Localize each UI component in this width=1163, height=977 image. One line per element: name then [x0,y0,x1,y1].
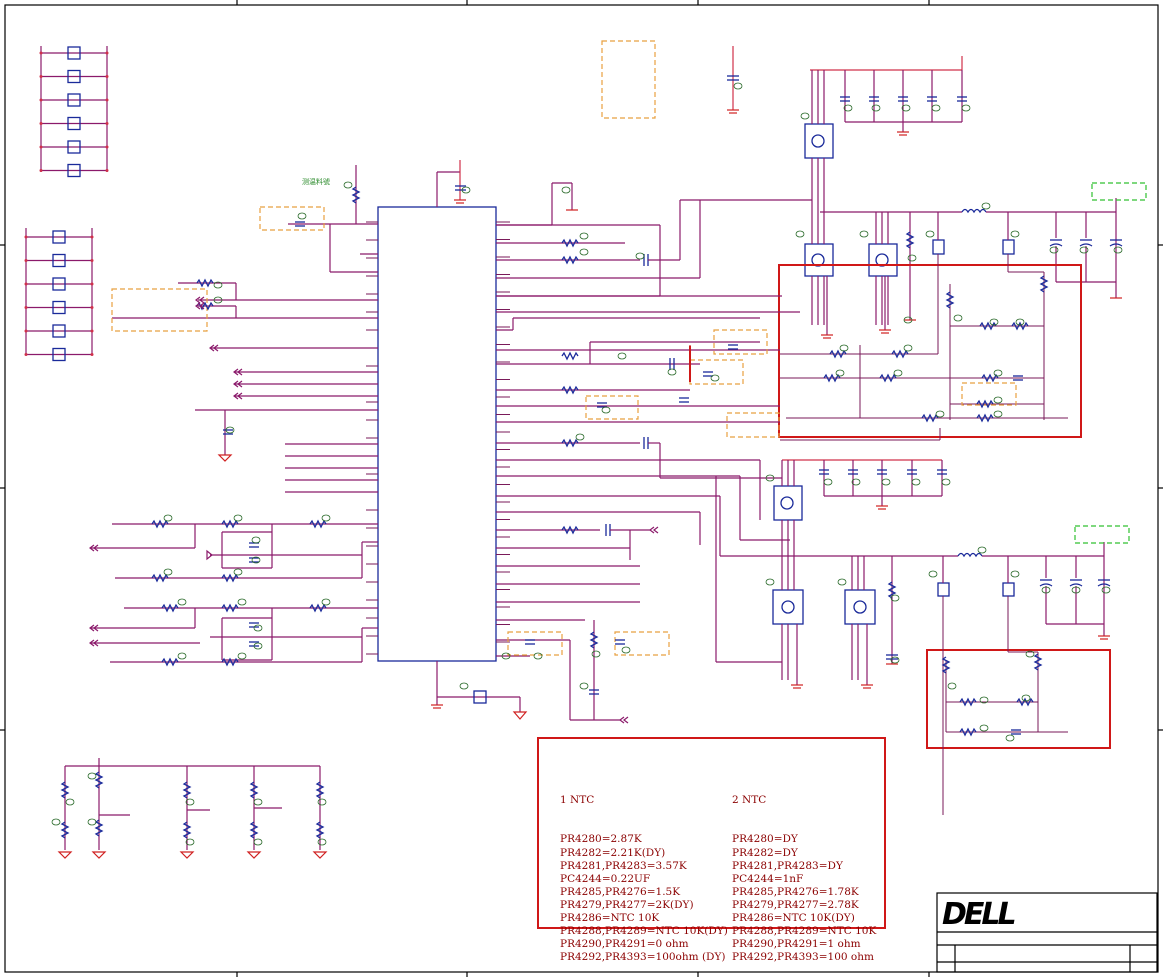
dnp-box-4 [713,329,768,355]
controller-ic [377,206,497,662]
notes-column-2-title: 2 NTC [732,794,767,807]
gate-drive-wires [496,199,812,721]
note-line: PR4288,PR4289=NTC 10K(DY) [560,925,728,938]
note-line: PR4279,PR4277=2.78K [732,898,859,911]
notes-column-1-title: 1 NTC [560,794,595,807]
jumper-array-top [39,46,109,178]
ic-power-cap [436,160,466,207]
note-line: PR4282=2.21K(DY) [560,846,666,859]
jumper-array-mid [24,228,94,362]
mosfet-low-side-1b [868,212,898,334]
dnp-box-2 [259,206,325,231]
note-line: PR4285,PR4276=1.78K [732,885,859,898]
net-label-box-1 [1091,182,1147,201]
note-line: PR4288,PR4289=NTC 10K [732,925,877,938]
note-line: PR4292,PR4393=100ohm (DY) [560,951,726,964]
ic-right-pins [496,221,510,643]
sense-network-1 [780,254,1068,441]
note-line: PR4281,PR4283=DY [732,859,843,872]
ic-ground [431,661,528,720]
capacitors [223,96,1023,735]
dnp-box-5 [961,382,1017,406]
mosfet-high-side-2 [773,460,803,521]
off-sheet-connectors [89,296,659,724]
sense-network-box-1 [778,264,1082,438]
note-line: PR4286=NTC 10K [560,912,660,925]
dnp-box-1 [601,40,656,119]
dnp-box-6 [726,412,780,438]
note-line: PR4279,PR4277=2K(DY) [560,898,694,911]
mosfet-low-side-1a [804,158,834,339]
note-line: PR4280=DY [732,833,798,846]
note-line: PR4286=NTC 10K(DY) [732,912,855,925]
current-sense-input-2 [90,607,378,663]
note-line: PR4282=DY [732,846,798,859]
dnp-box-3 [111,288,208,332]
phase2-output-inductor [790,542,1111,665]
annotation-label: 测温料號 [302,178,330,186]
sense-network-box-2 [926,649,1111,749]
dell-logo: DELL [942,897,1017,932]
note-line: PR4285,PR4276=1.5K [560,885,681,898]
note-line: PC4244=1nF [732,872,804,885]
mosfet-high-side-1 [804,70,834,159]
net-label-box-2 [1074,525,1130,544]
mosfet-low-side-2b [844,556,876,689]
top-input-caps [810,56,963,136]
notes-box [537,737,886,929]
note-line: PC4244=0.22UF [560,872,651,885]
mosfet-low-side-2a [772,520,804,689]
dnp-box-10 [614,631,670,656]
sense-network-2 [942,596,1068,815]
dnp-box-9 [507,631,563,656]
phase1-output-inductor [820,198,1123,321]
reference-designators [51,82,1123,846]
note-line: PR4280=2.87K [560,833,642,846]
note-line: PR4292,PR4393=100 ohm [732,951,874,964]
ic-left-pins [366,221,378,655]
top-cap-single [727,46,739,114]
dnp-box-7 [689,359,744,385]
title-block [936,892,1158,973]
dnp-box-8 [585,395,639,420]
thermistor-dividers [57,758,328,859]
current-sense-input-1 [90,523,378,579]
resistors [60,186,1049,839]
note-line: PR4290,PR4291=0 ohm [560,938,689,951]
note-line: PR4281,PR4283=3.57K [560,859,687,872]
mid-input-caps [782,459,943,510]
note-line: PR4290,PR4291=1 ohm [732,938,861,951]
